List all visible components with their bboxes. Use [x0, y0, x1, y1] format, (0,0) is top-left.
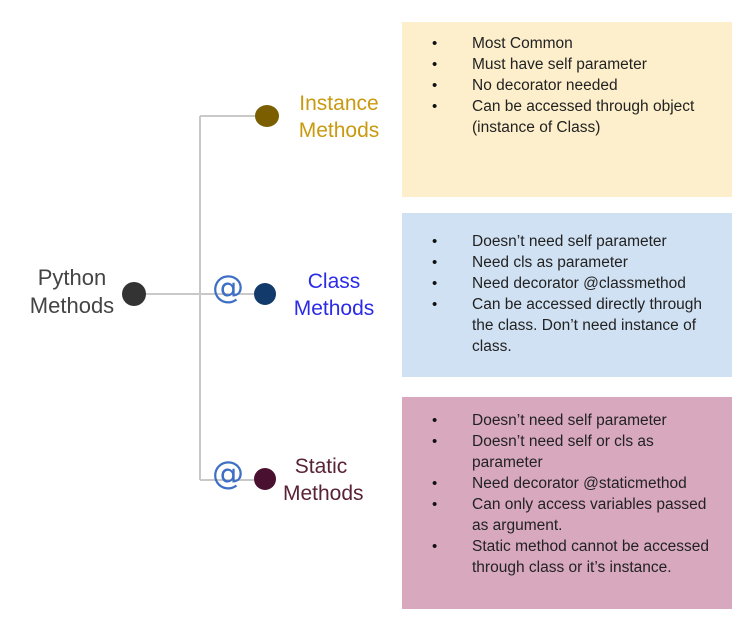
list-item: Static method cannot be accessed through… [402, 536, 722, 578]
root-node-dot [122, 282, 146, 306]
static-node-dot [254, 468, 276, 490]
list-item: Most Common [402, 33, 722, 54]
root-label-line1: Python [37, 265, 107, 290]
instance-methods-box: Most Common Must have self parameter No … [402, 22, 732, 197]
list-item: Need cls as parameter [402, 252, 722, 273]
class-label-line2: Methods [293, 297, 375, 320]
root-label: Python Methods [24, 264, 120, 320]
static-label-line1: Static [294, 455, 348, 478]
instance-node-dot [255, 105, 279, 127]
class-methods-box: Doesn’t need self parameter Need cls as … [402, 213, 732, 377]
list-item: Can only access variables passed as argu… [402, 494, 722, 536]
list-item: Doesn’t need self or cls as parameter [402, 431, 722, 473]
class-methods-label: Class Methods [283, 268, 385, 322]
root-label-line2: Methods [29, 293, 115, 318]
list-item: Need decorator @classmethod [402, 273, 722, 294]
list-item: Doesn’t need self parameter [402, 410, 722, 431]
list-item: Doesn’t need self parameter [402, 231, 722, 252]
instance-label-line1: Instance [299, 92, 379, 115]
static-label-line2: Methods [283, 482, 364, 505]
decorator-at-icon: @ [212, 454, 244, 492]
static-methods-label: Static Methods [283, 453, 364, 507]
static-methods-box: Doesn’t need self parameter Doesn’t need… [402, 397, 732, 609]
decorator-at-icon: @ [212, 268, 244, 306]
list-item: Can be accessed through object (instance… [402, 96, 722, 138]
list-item: Can be accessed directly through the cla… [402, 294, 722, 357]
instance-methods-label: Instance Methods [288, 90, 390, 144]
class-label-line1: Class [307, 270, 361, 293]
list-item: Must have self parameter [402, 54, 722, 75]
class-node-dot [254, 283, 276, 305]
instance-label-line2: Methods [298, 119, 380, 142]
list-item: No decorator needed [402, 75, 722, 96]
list-item: Need decorator @staticmethod [402, 473, 722, 494]
